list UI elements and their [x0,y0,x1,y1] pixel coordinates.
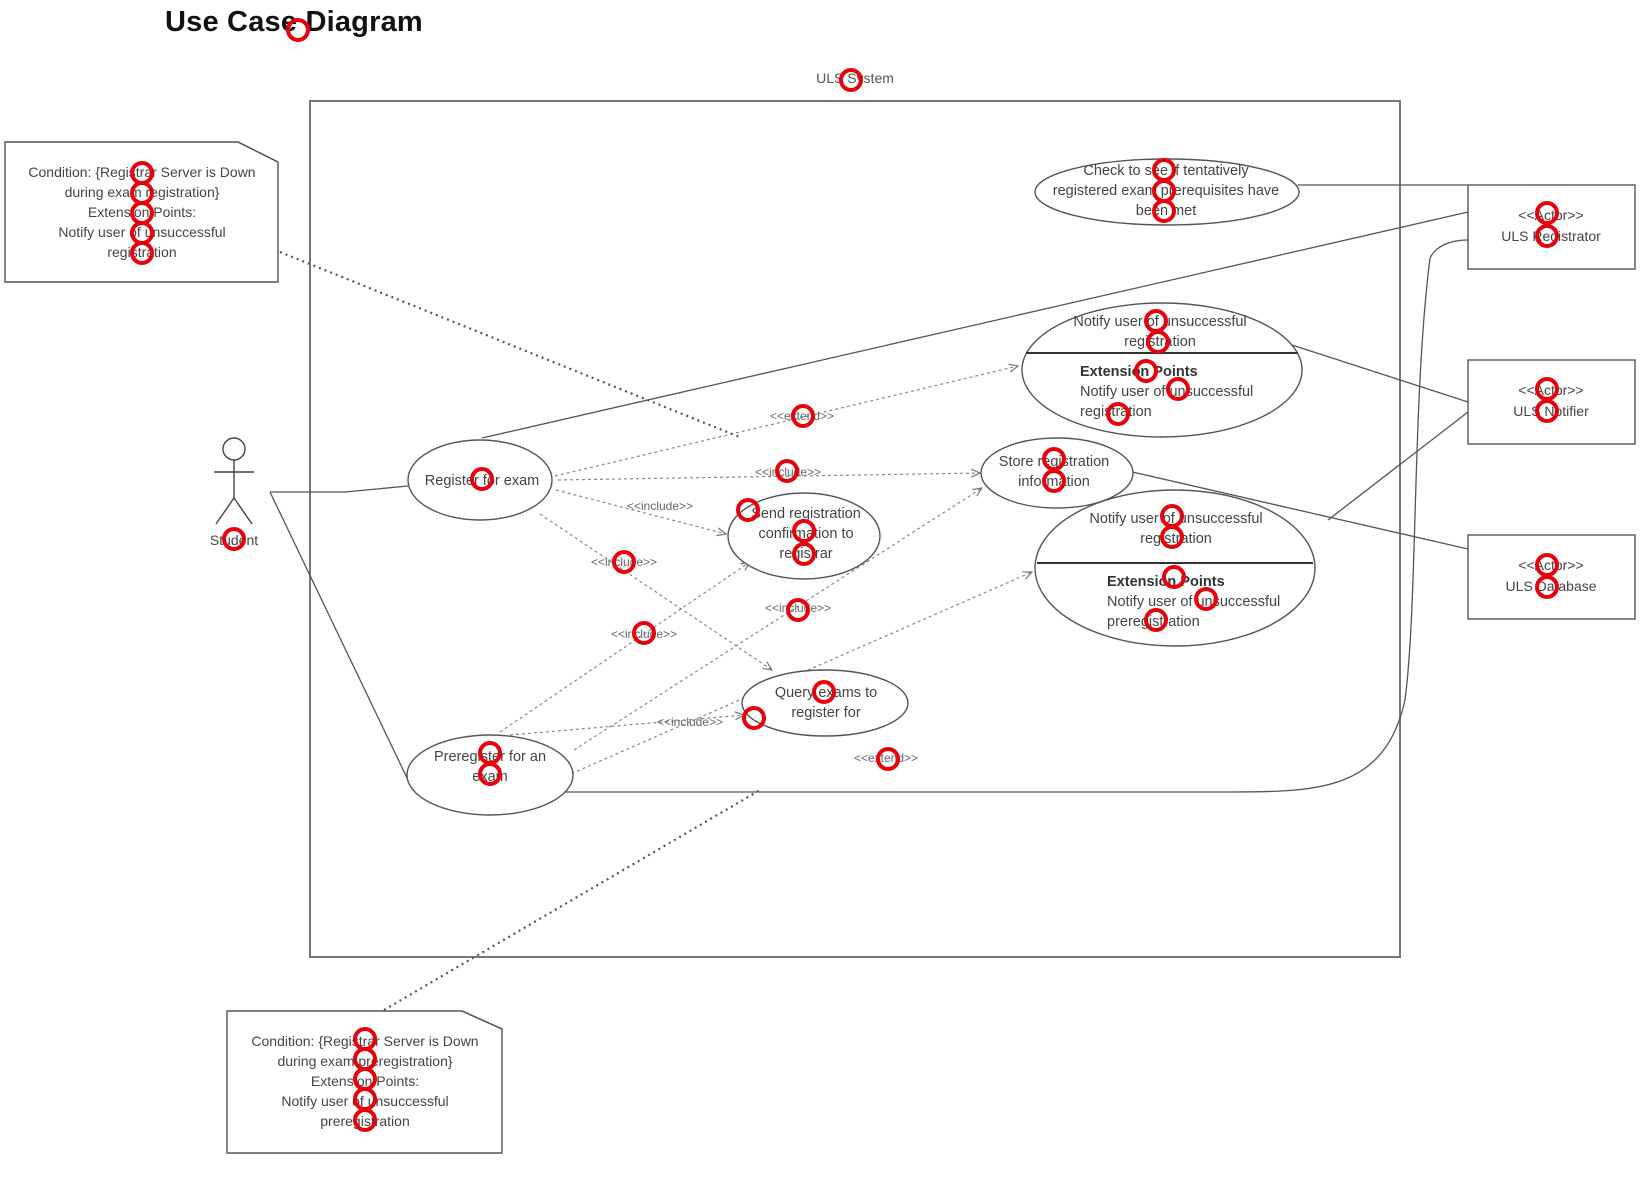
annotation-marker-icon [1106,402,1130,426]
annotation-marker-icon [839,68,863,92]
annotation-marker-icon [222,527,246,551]
include-label: <<include>> [611,627,677,641]
annotation-marker-icon [632,621,656,645]
note-anchor-lines [279,250,761,1011]
include-label: <<include>> [755,465,821,479]
annotation-marker-icon [791,404,815,428]
extension-point-label: registration [1080,404,1152,420]
student-actor[interactable]: Student [210,437,258,548]
actor-name: ULS Notifier [1513,403,1589,419]
use-case-label: Notify user of unsuccessful [1073,314,1246,330]
association-lines [269,184,1469,793]
note-line: Extension Points: [311,1073,419,1089]
note-line: Notify user of unsuccessful [281,1093,448,1109]
use-case-label: registration [1140,531,1212,547]
annotation-markers [130,18,1559,1132]
student-label: Student [210,532,258,548]
annotation-marker-icon [736,498,760,522]
note-line: Condition: {Registrar Server is Down [28,164,255,180]
include-label: <<include>> [591,555,657,569]
annotation-marker-icon [775,459,799,483]
extension-points-heading: Extension Points [1080,364,1198,380]
annotation-marker-icon [792,519,816,543]
annotation-marker-icon [1194,587,1218,611]
annotation-marker-icon [742,706,766,730]
note-line: during exam registration} [65,184,220,200]
extension-point-label: preregistration [1107,614,1200,630]
include-label: <<include>> [627,499,693,513]
annotation-marker-icon [1134,359,1158,383]
use-case-label: Notify user of unsuccessful [1089,511,1262,527]
use-case-label: confirmation to [758,526,853,542]
note-line: Condition: {Registrar Server is Down [251,1033,478,1049]
annotation-marker-icon [130,241,154,265]
annotation-marker-icon [1160,525,1184,549]
actor-name: ULS Database [1505,578,1596,594]
annotation-marker-icon [1152,199,1176,223]
annotation-marker-icon [1166,377,1190,401]
extend-label: <<extend>> [854,751,918,765]
use-case-label: Query exams to [775,685,877,701]
extend-label: <<extend>> [770,409,834,423]
annotation-marker-icon [786,598,810,622]
annotation-marker-icon [876,747,900,771]
use-case-send-confirmation[interactable]: Send registration confirmation to regist… [727,492,881,580]
extension-point-label: Notify user of unsuccessful [1107,594,1280,610]
use-case-label: Register for exam [425,473,539,489]
use-case-label: Preregister for an [434,749,546,765]
actor-name: ULS Registrator [1501,228,1601,244]
include-label: <<include>> [657,715,723,729]
annotation-marker-icon [1535,575,1559,599]
use-case-label: registrar [779,546,832,562]
note-preregistration-condition[interactable]: Condition: {Registrar Server is Down dur… [226,1010,503,1154]
relationship-labels: <<extend>> <<include>> <<include>> <<inc… [591,409,918,765]
annotation-marker-icon [812,680,836,704]
annotation-marker-icon [1144,608,1168,632]
use-case-label: been met [1136,203,1196,219]
annotation-marker-icon [612,550,636,574]
note-registration-condition[interactable]: Condition: {Registrar Server is Down dur… [4,141,279,283]
use-case-register-for-exam[interactable]: Register for exam [407,439,553,521]
stick-figure-icon [214,437,254,525]
actor-stereotype: <<Actor>> [1518,207,1583,223]
annotation-marker-icon [1042,469,1066,493]
use-case-label: register for [791,705,860,721]
use-case-label: Send registration [751,506,861,522]
include-label: <<include>> [765,601,831,615]
annotation-marker-icon [1535,224,1559,248]
use-case-label: Check to see if tentatively [1083,163,1249,179]
note-line: during exam preregistration} [277,1053,452,1069]
annotation-marker-icon [1535,399,1559,423]
use-case-label: information [1018,474,1090,490]
use-case-notify-registration[interactable]: Notify user of unsuccessful registration… [1021,302,1303,438]
annotation-marker-icon [478,762,502,786]
annotation-marker-icon [470,467,494,491]
annotation-marker-icon [353,1108,377,1132]
use-case-check-prerequisites[interactable]: Check to see if tentatively registered e… [1034,158,1300,226]
use-case-label: registration [1124,334,1196,350]
annotation-marker-icon [1535,201,1559,225]
annotation-marker-icon [1162,565,1186,589]
use-case-label: Store registration [999,454,1109,470]
actor-stereotype: <<Actor>> [1518,557,1583,573]
use-case-preregister[interactable]: Preregister for an exam [406,734,574,816]
note-line: registration [107,244,176,260]
system-label: ULS System [816,70,894,86]
note-line: preregistration [320,1113,410,1129]
note-line: Notify user of unsuccessful [58,224,225,240]
actor-stereotype: <<Actor>> [1518,382,1583,398]
note-line: Extension Points: [88,204,196,220]
annotation-marker-icon [792,542,816,566]
system-boundary: ULS System [309,70,1401,958]
use-case-label: registered exam prerequisites have [1053,183,1279,199]
annotation-marker-icon [286,18,310,42]
annotation-marker-icon [1146,330,1170,354]
